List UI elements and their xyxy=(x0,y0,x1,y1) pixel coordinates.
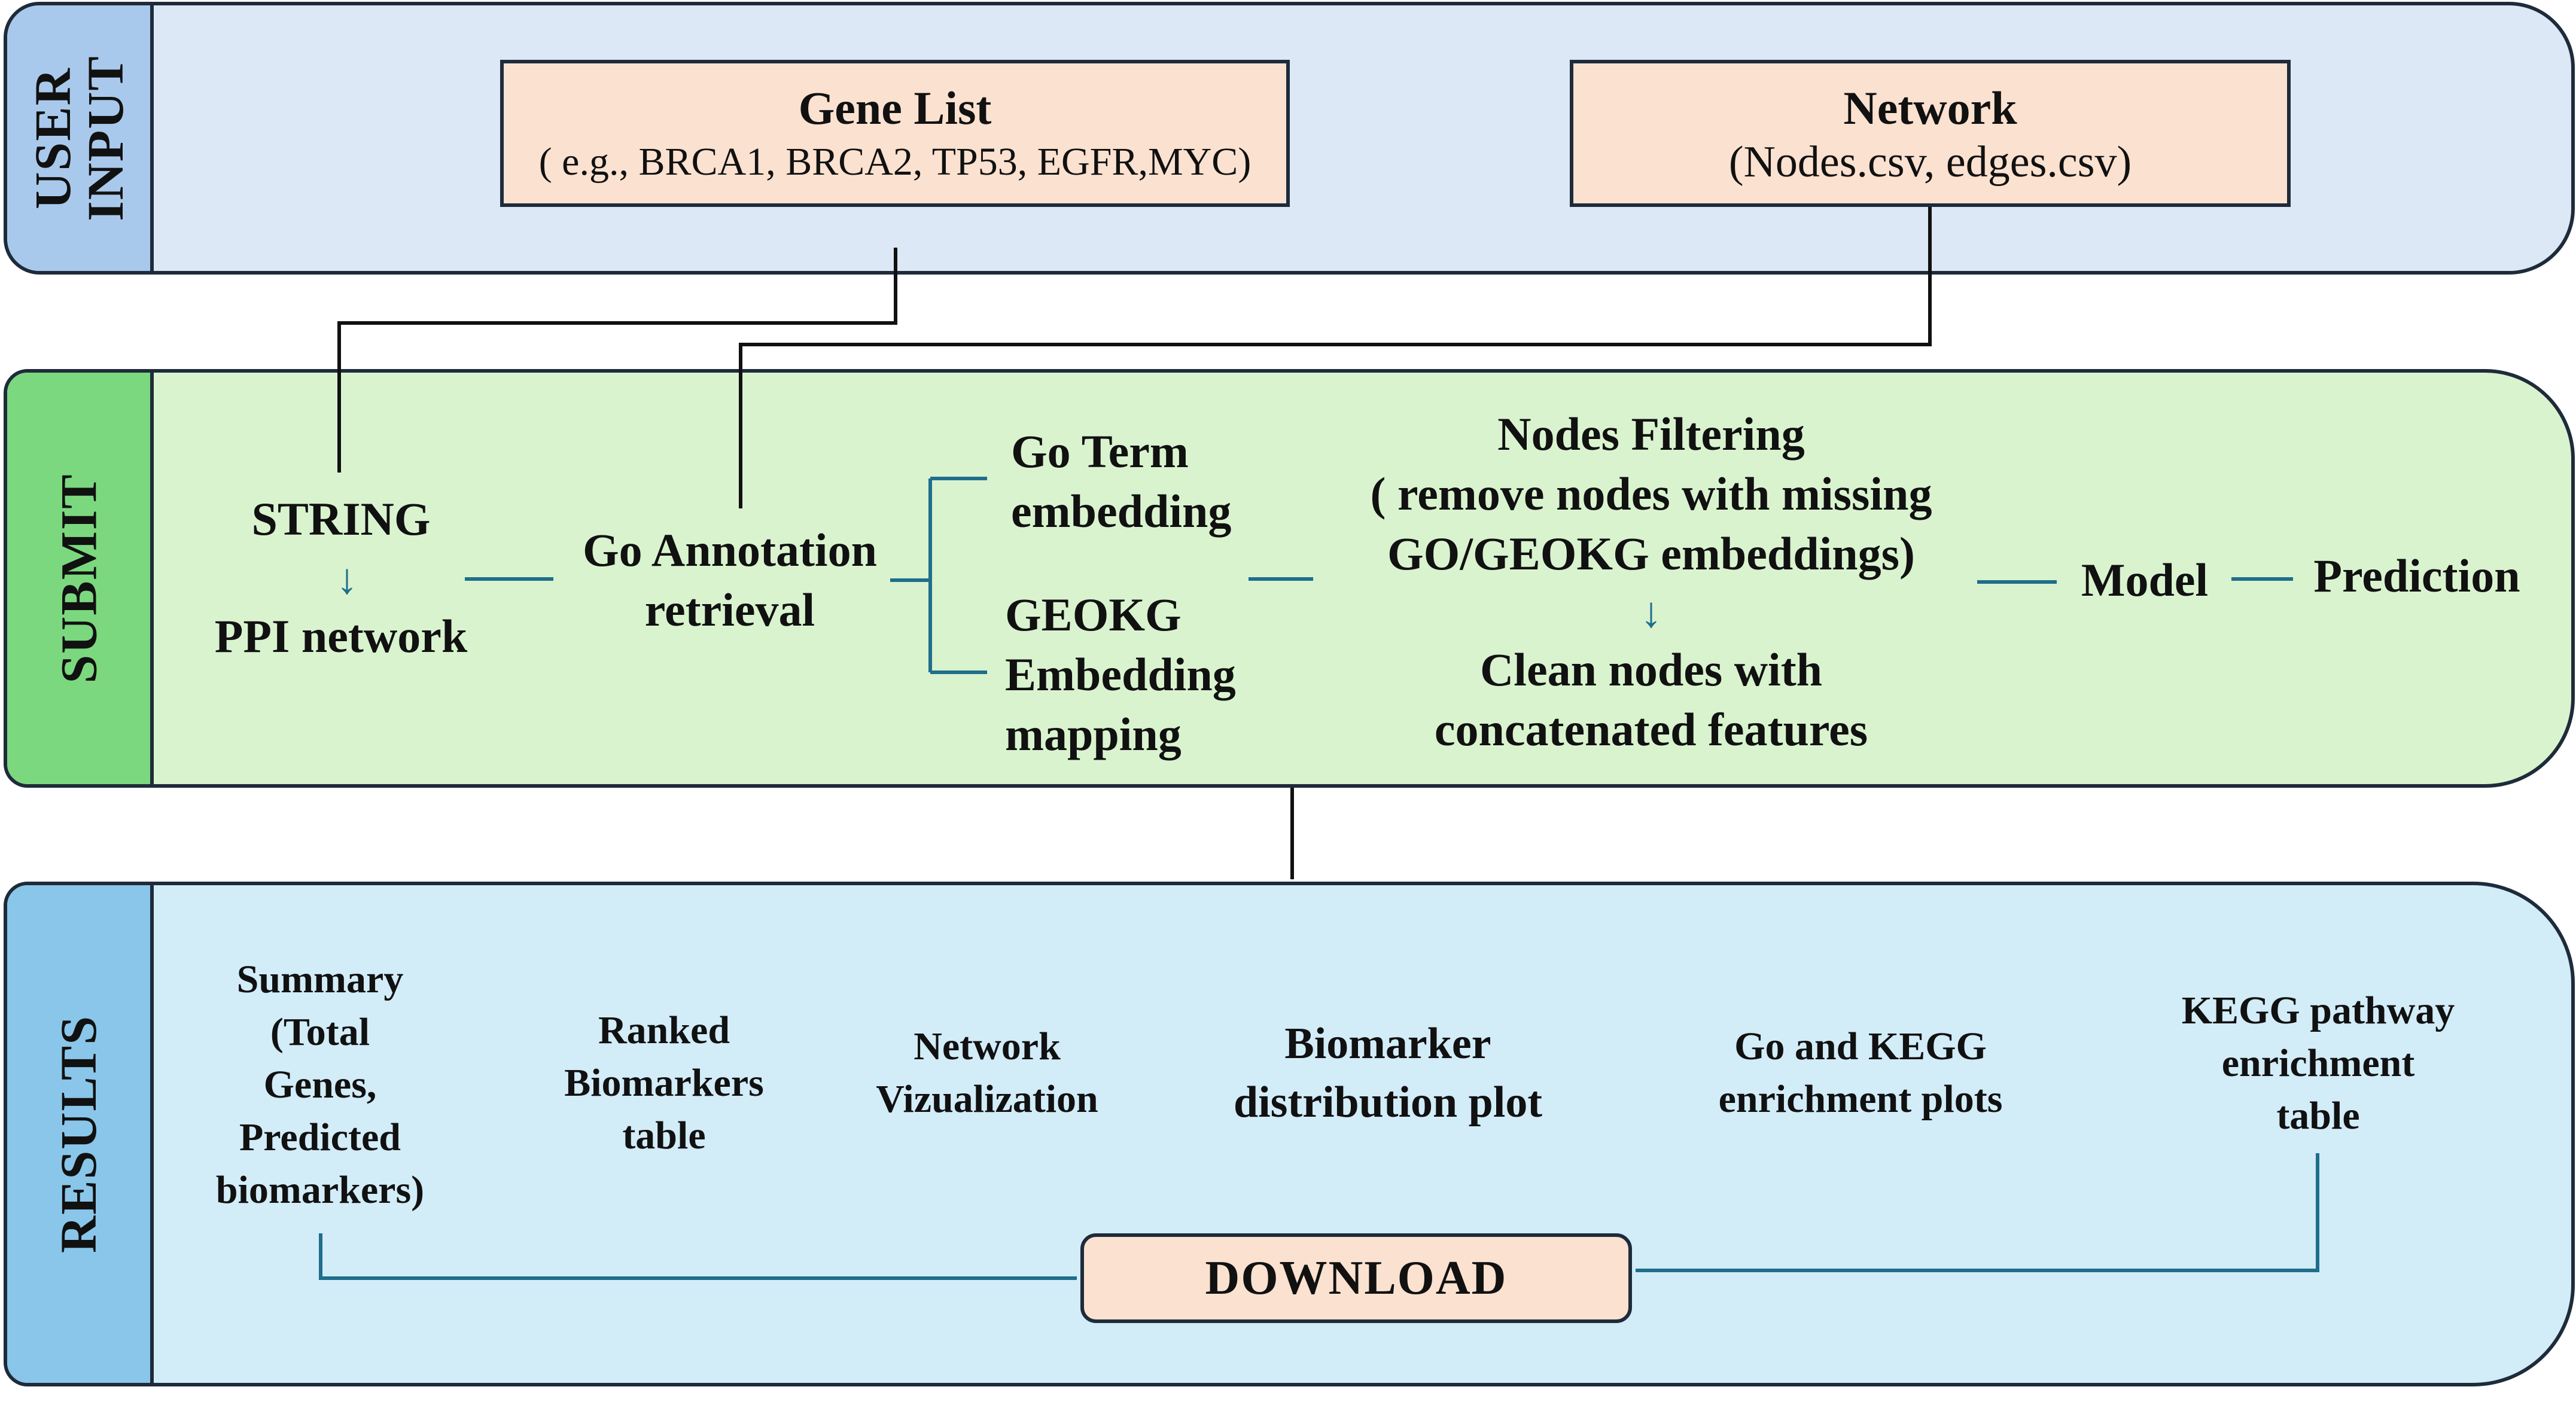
network-files: (Nodes.csv, edges.csv) xyxy=(1728,138,2132,187)
biomarker-distribution-label: Biomarker distribution plot xyxy=(1233,1019,1543,1127)
geokg-embedding-label: GEOKG Embedding mapping xyxy=(1005,589,1236,760)
prediction-label: Prediction xyxy=(2313,550,2520,602)
network-title: Network xyxy=(1843,82,2017,134)
clean-nodes-label: Clean nodes with concatenated features xyxy=(1434,644,1868,755)
string-label: STRING xyxy=(251,493,431,545)
kegg-table-label: KEGG pathway enrichment table xyxy=(2181,989,2455,1138)
user-input-label: USER INPUT xyxy=(23,55,134,221)
go-annotation-label: Go Annotation retrieval xyxy=(583,524,877,636)
network-visualization-label: Network Vizualization xyxy=(876,1025,1098,1121)
gene-list-example: ( e.g., BRCA1, BRCA2, TP53, EGFR,MYC) xyxy=(538,140,1252,184)
ranked-biomarkers-label: Ranked Biomarkers table xyxy=(564,1008,764,1157)
download-button[interactable]: DOWNLOAD xyxy=(1080,1233,1632,1323)
enrichment-plots-label: Go and KEGG enrichment plots xyxy=(1718,1025,2003,1121)
submit-tab: SUBMIT xyxy=(7,373,154,784)
results-panel: RESULTS xyxy=(4,882,2575,1386)
down-arrow-icon: ↓ xyxy=(1640,589,1662,636)
nodes-filtering-label: Nodes Filtering ( remove nodes with miss… xyxy=(1370,408,1932,580)
network-box: Network (Nodes.csv, edges.csv) xyxy=(1570,60,2291,207)
down-arrow-icon: ↓ xyxy=(336,555,358,603)
submit-label: SUBMIT xyxy=(50,473,108,684)
gene-list-title: Gene List xyxy=(798,82,992,134)
go-term-embedding-label: Go Term embedding xyxy=(1011,425,1232,537)
results-tab: RESULTS xyxy=(7,885,154,1383)
gene-list-box: Gene List ( e.g., BRCA1, BRCA2, TP53, EG… xyxy=(500,60,1290,207)
ppi-network-label: PPI network xyxy=(214,610,468,662)
summary-label: Summary (Total Genes, Predicted biomarke… xyxy=(215,958,425,1212)
results-label: RESULTS xyxy=(50,1014,108,1254)
user-input-tab: USER INPUT xyxy=(7,5,154,271)
model-label: Model xyxy=(2081,554,2209,606)
